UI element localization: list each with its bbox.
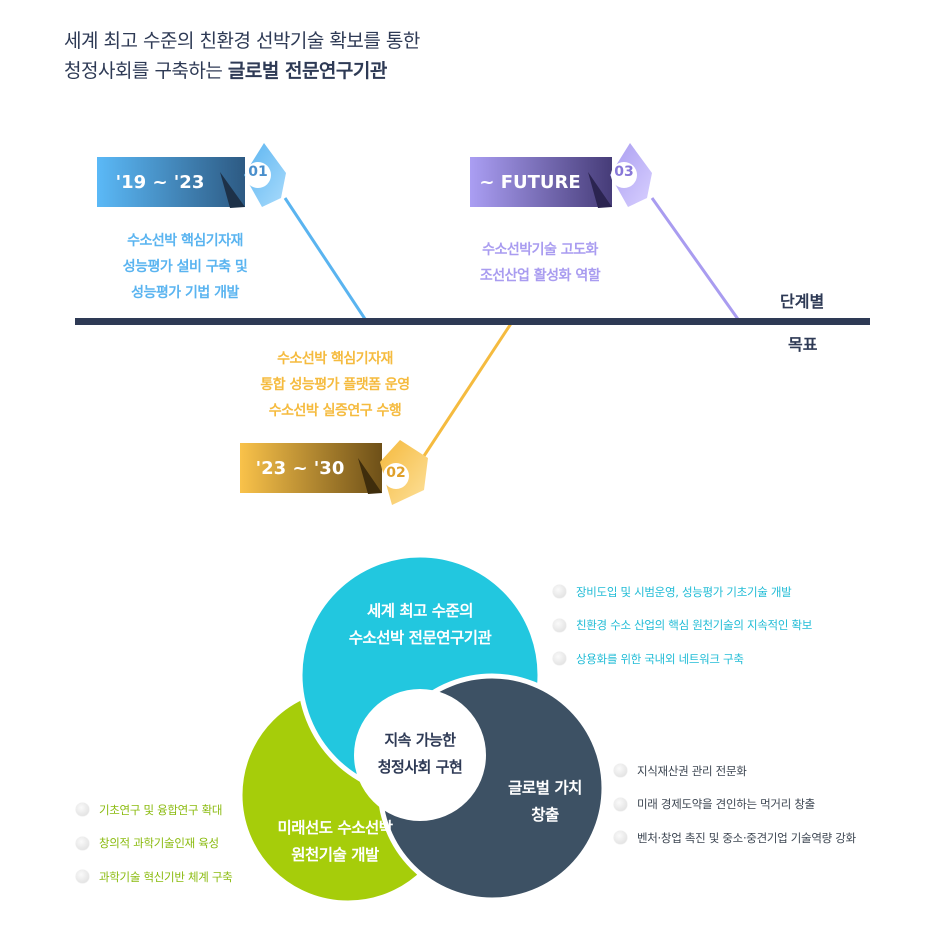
bullet-icon (614, 764, 627, 778)
right-circle-text: 글로벌 가치 창출 (480, 775, 610, 829)
phase-1-connector (283, 197, 369, 323)
top-circle-text: 세계 최고 수준의 수소선박 전문연구기관 (310, 598, 530, 652)
phase-2-period: '23 ~ '30 (255, 457, 345, 479)
phase-2-connector (418, 321, 514, 463)
desc-line: 조선산업 활성화 역할 (479, 268, 601, 284)
list-item: 장비도입 및 시범운영, 성능평가 기초기술 개발 (553, 575, 812, 609)
desc-line: 수소선박 실증연구 수행 (268, 403, 402, 419)
desc-line: 통합 성능평가 플랫폼 운영 (260, 377, 410, 393)
item-text: 장비도입 및 시범운영, 성능평가 기초기술 개발 (576, 584, 792, 599)
desc-line: 성능평가 기법 개발 (131, 285, 239, 301)
bullet-icon (614, 797, 627, 811)
phase-1-description: 수소선박 핵심기자재 성능평가 설비 구축 및 성능평가 기법 개발 (70, 228, 300, 306)
circle-line: 세계 최고 수준의 (366, 602, 474, 620)
title-plain: 청정사회를 구축하는 (64, 60, 228, 82)
desc-line: 수소선박 핵심기자재 (127, 233, 243, 249)
center-text: 지속 가능한 청정사회 구현 (340, 727, 500, 781)
list-item: 벤처·창업 촉진 및 중소·중견기업 기술역량 강화 (614, 821, 856, 855)
bullet-icon (553, 585, 566, 599)
phase-1-number: 01 (248, 164, 268, 180)
phase-3-period: ~ FUTURE (479, 171, 581, 193)
phase-3-connector (650, 197, 742, 323)
desc-line: 수소선박 핵심기자재 (277, 351, 393, 367)
bullet-icon (614, 831, 627, 845)
timeline-axis (75, 318, 870, 325)
top-goal-list: 장비도입 및 시범운영, 성능평가 기초기술 개발 친환경 수소 산업의 핵심 … (553, 575, 812, 676)
circle-line: 글로벌 가치 (508, 779, 582, 797)
item-text: 벤처·창업 촉진 및 중소·중견기업 기술역량 강화 (637, 830, 856, 845)
left-circle-text: 미래선도 수소선박 원천기술 개발 (250, 815, 420, 869)
phase-2-banner-bg (240, 443, 382, 493)
phase-1-period: '19 ~ '23 (115, 171, 205, 193)
bullet-icon (76, 803, 89, 817)
vision-diagram (237, 555, 607, 906)
item-text: 상용화를 위한 국내외 네트워크 구축 (576, 651, 744, 666)
phase-2-number: 02 (386, 465, 406, 481)
circle-line: 원천기술 개발 (291, 846, 379, 864)
phase-3-number: 03 (614, 164, 634, 180)
desc-line: 성능평가 설비 구축 및 (122, 259, 248, 275)
item-text: 미래 경제도약을 견인하는 먹거리 창출 (637, 797, 815, 812)
list-item: 지식재산권 관리 전문화 (614, 754, 856, 788)
bullet-icon (553, 652, 566, 666)
phase-2-fold (358, 458, 382, 494)
list-item: 상용화를 위한 국내외 네트워크 구축 (553, 642, 812, 676)
bullet-icon (76, 836, 89, 850)
phase-1-fold (220, 172, 245, 208)
right-goal-list: 지식재산권 관리 전문화 미래 경제도약을 견인하는 먹거리 창출 벤처·창업 … (614, 754, 856, 855)
item-text: 과학기술 혁신기반 체계 구축 (99, 869, 233, 884)
title-bold: 글로벌 전문연구기관 (227, 60, 387, 82)
phase-2-description: 수소선박 핵심기자재 통합 성능평가 플랫폼 운영 수소선박 실증연구 수행 (210, 346, 460, 424)
list-item: 창의적 과학기술인재 육성 (76, 827, 232, 861)
circle-line: 창출 (531, 806, 559, 824)
list-item: 친환경 수소 산업의 핵심 원천기술의 지속적인 확보 (553, 609, 812, 643)
circle-line: 청정사회 구현 (377, 758, 463, 776)
phase-3-banner-bg (470, 157, 612, 207)
circle-line: 수소선박 전문연구기관 (348, 629, 492, 647)
title-line-1: 세계 최고 수준의 친환경 선박기술 확보를 통한 (64, 30, 420, 52)
item-text: 친환경 수소 산업의 핵심 원천기술의 지속적인 확보 (576, 618, 813, 633)
item-text: 창의적 과학기술인재 육성 (99, 836, 219, 851)
phase-3-description: 수소선박기술 고도화 조선산업 활성화 역할 (425, 237, 655, 289)
phase-1-banner-bg (97, 157, 245, 207)
circle-line: 미래선도 수소선박 (277, 819, 393, 837)
item-text: 지식재산권 관리 전문화 (637, 763, 747, 778)
list-item: 기초연구 및 융합연구 확대 (76, 793, 232, 827)
bullet-icon (553, 618, 566, 632)
timeline-graphic (75, 143, 870, 505)
center-circle (354, 689, 486, 821)
list-item: 미래 경제도약을 견인하는 먹거리 창출 (614, 788, 856, 822)
bullet-icon (76, 870, 89, 884)
page-title: 세계 최고 수준의 친환경 선박기술 확보를 통한 청정사회를 구축하는 글로벌… (64, 26, 420, 86)
title-line-2: 청정사회를 구축하는 글로벌 전문연구기관 (64, 56, 420, 86)
item-text: 기초연구 및 융합연구 확대 (99, 802, 223, 817)
list-item: 과학기술 혁신기반 체계 구축 (76, 860, 233, 894)
stage-label-bottom: 목표 (788, 335, 818, 354)
desc-line: 수소선박기술 고도화 (482, 242, 598, 258)
phase-3-fold (588, 172, 612, 208)
circle-line: 지속 가능한 (384, 731, 456, 749)
left-goal-list: 기초연구 및 융합연구 확대 창의적 과학기술인재 육성 과학기술 혁신기반 체… (76, 793, 233, 894)
stage-label-top: 단계별 (780, 292, 825, 311)
